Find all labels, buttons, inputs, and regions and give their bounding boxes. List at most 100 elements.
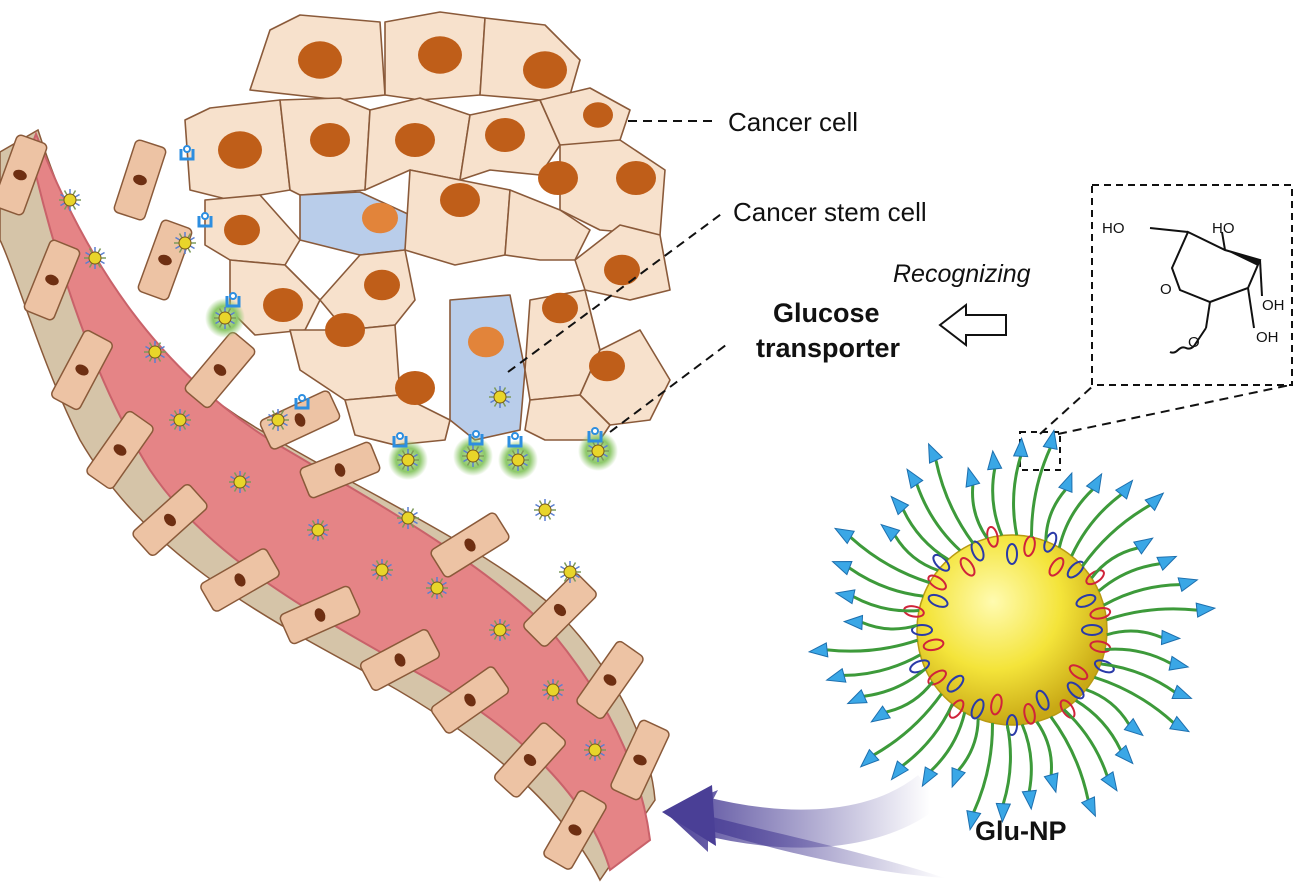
np-chain <box>1102 583 1180 607</box>
glu-np-particle <box>807 429 1217 831</box>
nanoparticle <box>169 409 191 431</box>
endothelial-nucleus <box>45 274 59 286</box>
np-chain <box>1044 488 1067 542</box>
nanoparticle <box>59 189 81 211</box>
np-ligand-cone <box>1114 479 1134 500</box>
np-core <box>311 523 325 537</box>
np-chain <box>849 536 931 585</box>
nanoparticle <box>307 519 329 541</box>
endothelial-nucleus <box>553 603 567 617</box>
label-transporter: transporter <box>756 333 901 363</box>
np-helix <box>1066 560 1085 579</box>
np-chain <box>1049 715 1090 801</box>
np-chain <box>1035 720 1053 775</box>
np-chain <box>1104 647 1172 665</box>
structure-box <box>1091 184 1293 386</box>
endothelial-cell <box>576 640 644 720</box>
np-ligand-cone <box>1042 429 1058 451</box>
nanoparticle <box>144 341 166 363</box>
tumor-cell <box>479 17 581 101</box>
np-helix <box>927 669 947 686</box>
np-chain <box>1093 675 1175 724</box>
endothelial-cells <box>0 134 670 870</box>
np-chain <box>1012 455 1023 536</box>
np-chain <box>1074 699 1123 751</box>
cell-nucleus <box>395 123 435 157</box>
np-chain <box>893 535 939 572</box>
chem-ring-o: O <box>1160 281 1172 298</box>
np-big-core <box>916 534 1108 726</box>
np-core <box>588 743 602 757</box>
leader-zoom-left <box>1039 384 1095 435</box>
nanoparticle <box>453 436 493 476</box>
np-helix <box>927 574 947 591</box>
np-core <box>401 511 415 525</box>
np-ligand-cone <box>1171 684 1193 700</box>
endothelial-cell <box>132 483 208 557</box>
np-helix <box>1068 664 1089 681</box>
np-chain <box>901 509 950 561</box>
np-chain <box>1105 607 1198 622</box>
cell-nucleus <box>364 269 400 301</box>
label-recognizing: Recognizing <box>893 260 1031 288</box>
recognize-arrow <box>938 302 1007 348</box>
np-chain <box>844 653 922 677</box>
np-ligand-cone <box>1177 577 1199 593</box>
np-ligand-cone <box>951 766 966 789</box>
np-core <box>511 453 525 467</box>
np-ligand-cone <box>1085 472 1103 494</box>
endothelial-cell <box>543 790 607 870</box>
transporter-icon <box>197 212 213 228</box>
leader-lines <box>507 120 1291 435</box>
np-ligand-cone <box>833 527 855 545</box>
np-ligand-cone <box>906 468 924 489</box>
endothelial-cell <box>86 410 154 490</box>
np-ligand-cone <box>995 802 1012 824</box>
np-ligand-cone <box>1012 436 1029 458</box>
nanoparticle <box>229 471 251 493</box>
endothelial-nucleus <box>603 674 617 686</box>
transporter-pore <box>229 292 237 300</box>
np-ligand-cone <box>1043 772 1059 794</box>
np-ligand-cone <box>1114 744 1134 765</box>
endothelial-nucleus <box>234 573 246 587</box>
transporter-icon <box>179 145 195 161</box>
chem-oh-bottom: OH <box>1256 329 1279 346</box>
nanoparticle <box>542 679 564 701</box>
transporter-pore <box>396 432 404 440</box>
cell-nucleus <box>583 102 613 128</box>
transporter-shape <box>225 296 241 308</box>
np-ligand-cone <box>831 560 853 576</box>
blood-vessel <box>0 128 670 882</box>
np-helix <box>1093 659 1115 674</box>
endothelial-nucleus <box>13 169 27 181</box>
np-helix <box>959 557 976 577</box>
transporter-shape <box>197 216 213 228</box>
np-ligand-cone <box>1132 537 1154 555</box>
endothelial-cell <box>113 139 167 221</box>
delivery-arrow-body <box>695 774 942 848</box>
np-chain <box>1100 662 1176 694</box>
label-cancer-stem-cell: Cancer stem cell <box>733 197 927 227</box>
nanoparticle <box>534 499 556 521</box>
circulating-nanoparticles <box>59 189 606 761</box>
cell-nucleus <box>485 118 525 152</box>
np-ligand-cone <box>966 809 982 831</box>
np-chain <box>915 483 962 552</box>
tumor-cell <box>279 97 371 196</box>
np-core <box>493 390 507 404</box>
np-helix <box>970 698 985 720</box>
cell-nucleus <box>263 288 303 322</box>
endothelial-nucleus <box>164 513 176 527</box>
np-chain <box>873 692 943 757</box>
tumor-cell <box>344 371 451 446</box>
np-core <box>178 236 192 250</box>
nanoparticle <box>84 247 106 269</box>
cell-nucleus <box>298 41 342 79</box>
endothelial-nucleus <box>314 608 326 622</box>
wedge-bond <box>1225 250 1260 266</box>
np-helix <box>932 553 951 572</box>
np-helix <box>1075 593 1097 608</box>
np-ligand-cone <box>834 589 856 605</box>
